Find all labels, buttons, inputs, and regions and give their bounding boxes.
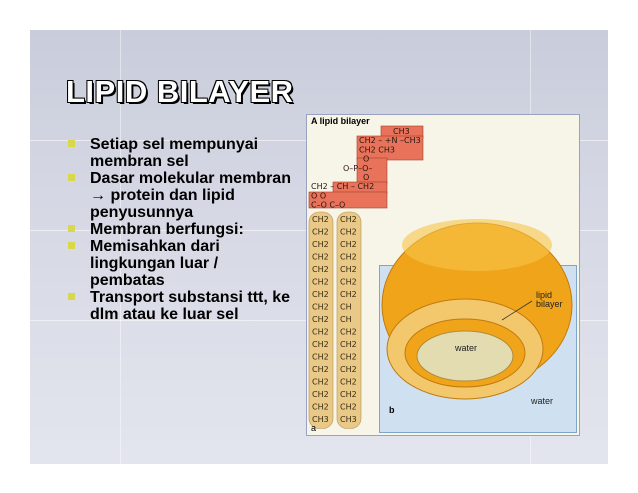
tail-label: CH2 [312, 278, 329, 287]
lipid-bilayer-label: lipid bilayer [536, 290, 563, 309]
vesicle-inner-water [416, 330, 514, 382]
head-group-label: O O [311, 191, 326, 200]
vesicle-illustration [381, 219, 573, 400]
bullet-item: Dasar molekular membran → protein dan li… [66, 170, 296, 221]
head-group-label: CH3 [393, 127, 410, 136]
tail-label: CH2 [340, 278, 357, 287]
bullet-icon [68, 140, 75, 147]
tail-label: CH2 [340, 390, 357, 399]
tail-label: CH2 [312, 378, 329, 387]
bullet-icon [68, 225, 75, 232]
fatty-acid-tail [308, 211, 334, 429]
tail-label: CH2 [312, 253, 329, 262]
head-group-label: CH2 – +N –CH3 [359, 136, 421, 145]
tail-label: CH2 [312, 403, 329, 412]
head-group-label: CH2 – CH – CH2 [311, 182, 374, 191]
panel-a-label: a [311, 423, 317, 433]
head-group-block [356, 135, 424, 161]
head-group-label: C–O C–O [311, 201, 345, 210]
tail-label: CH2 [312, 390, 329, 399]
tail-label: CH2 [340, 228, 357, 237]
inner-water-label: water [455, 343, 478, 353]
tail-label: CH3 [340, 415, 357, 424]
tail-label: CH3 [312, 415, 329, 424]
tail-label: CH2 [340, 290, 357, 299]
tail-label: CH2 [312, 315, 329, 324]
slide: LIPID BILAYER Setiap sel mempunyai membr… [30, 30, 608, 464]
tail-label: CH2 [312, 365, 329, 374]
vesicle-highlight [402, 219, 552, 271]
tail-label: CH2 [340, 340, 357, 349]
tail-label: CH2 [312, 215, 329, 224]
tail-label: CH2 [312, 303, 329, 312]
figure-title: A lipid bilayer [311, 116, 370, 126]
panel-b-label: b [389, 405, 395, 415]
tail-label: CH [340, 303, 352, 312]
head-group-block [308, 191, 388, 209]
tail-label: CH2 [312, 340, 329, 349]
tail-label: CH2 [312, 328, 329, 337]
bullet-icon [68, 174, 75, 181]
tail-label: CH2 [312, 240, 329, 249]
label-leader-line [501, 300, 533, 321]
background-vline [120, 30, 121, 464]
tail-label: CH2 [312, 228, 329, 237]
tail-label: CH2 [340, 253, 357, 262]
head-group-label: O [363, 155, 369, 164]
tail-label: CH2 [312, 353, 329, 362]
bullet-icon [68, 242, 75, 249]
tail-label: CH2 [340, 240, 357, 249]
tail-label: CH2 [312, 290, 329, 299]
fatty-acid-tail [336, 211, 362, 429]
bullet-item: Setiap sel mempunyai membran sel [66, 136, 296, 170]
head-group-label: O–P–O– [343, 164, 372, 173]
tail-label: CH2 [340, 265, 357, 274]
tail-label: CH2 [340, 353, 357, 362]
bullet-icon [68, 293, 75, 300]
bullet-item: Membran berfungsi: [66, 221, 296, 238]
bullet-item: Transport substansi ttt, ke dlm atau ke … [66, 289, 296, 323]
head-group-label: CH2 CH3 [359, 145, 395, 154]
tail-label: CH2 [340, 328, 357, 337]
tail-label: CH2 [312, 265, 329, 274]
tail-label: CH2 [340, 215, 357, 224]
slide-title: LIPID BILAYER [66, 74, 294, 109]
tail-label: CH2 [340, 403, 357, 412]
bullet-list: Setiap sel mempunyai membran sel Dasar m… [66, 136, 296, 323]
tail-label: CH [340, 315, 352, 324]
bullet-item: Memisahkan dari lingkungan luar / pembat… [66, 238, 296, 289]
head-group-label: O [363, 173, 369, 182]
outer-water-label: water [531, 396, 554, 406]
tail-label: CH2 [340, 378, 357, 387]
tail-label: CH2 [340, 365, 357, 374]
head-group-block [356, 157, 388, 185]
